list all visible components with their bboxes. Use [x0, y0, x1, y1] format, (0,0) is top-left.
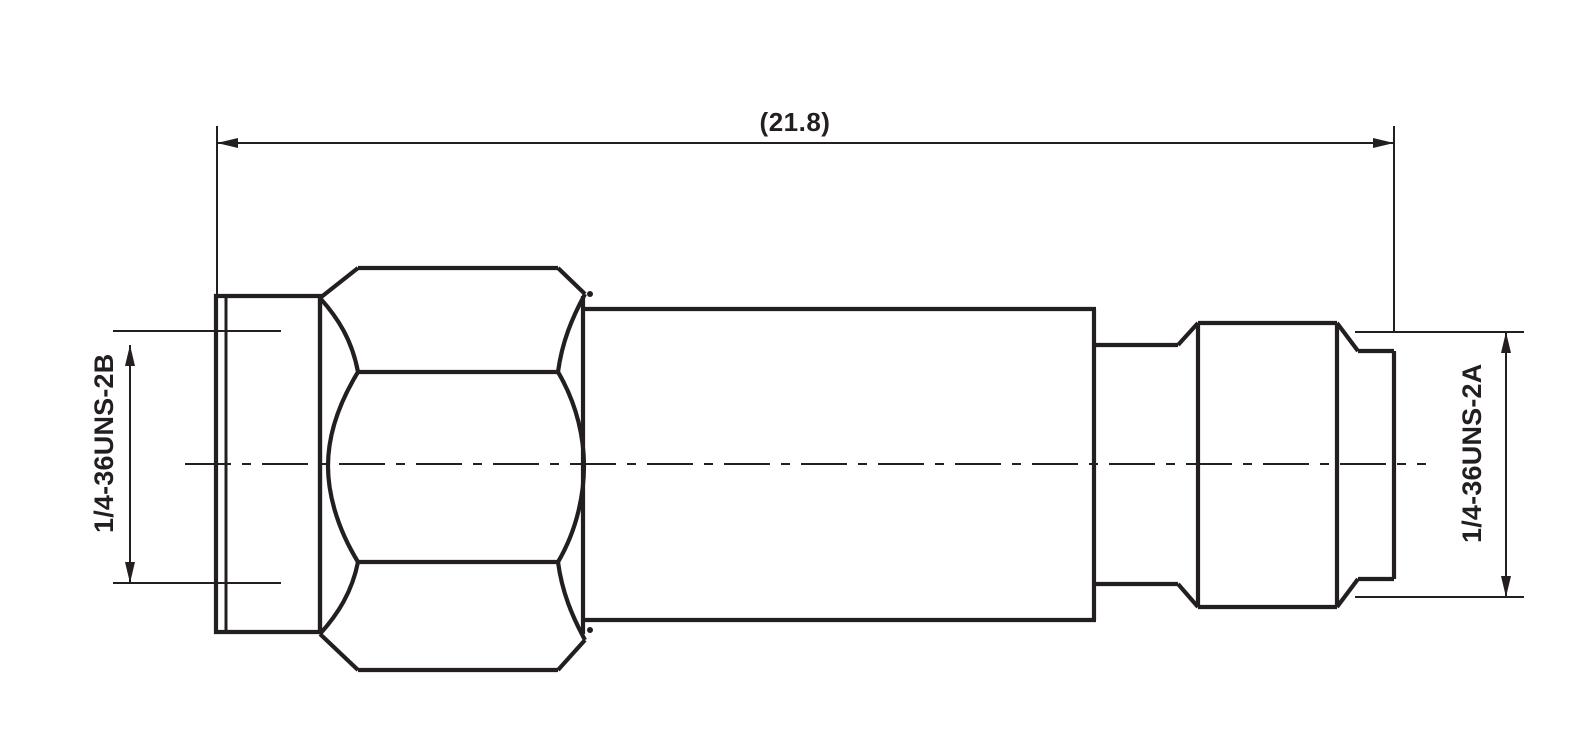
hex-left-middle-arc: [325, 370, 360, 564]
male-hex-left-top-chamfer: [1176, 321, 1200, 347]
male-hex-right-bottom-chamfer: [1335, 577, 1360, 609]
right-thread-arrow-top: [1501, 332, 1511, 353]
overall-length-dimension: (21.8): [216, 107, 1395, 332]
main-body: [583, 306, 1097, 623]
overall-length-label: (21.8): [760, 107, 831, 137]
overall-length-arrow-right: [1373, 138, 1394, 148]
hex-corner-dot-top: [587, 291, 593, 297]
hex-bottom-right-chamfer: [556, 638, 587, 672]
right-thread-dimension: 1/4-36UNS-2A: [1355, 331, 1524, 598]
male-hex-left-bottom-chamfer: [1176, 582, 1200, 609]
left-thread-arrow-top: [125, 345, 135, 366]
hex-nut: [317, 265, 593, 673]
male-thread-hex: [1176, 320, 1397, 610]
hex-top-left-chamfer: [318, 266, 360, 300]
hex-top-right-chamfer: [556, 266, 587, 296]
left-thread-label: 1/4-36UNS-2B: [89, 354, 119, 533]
right-thread-label: 1/4-36UNS-2A: [1457, 364, 1487, 543]
step-shoulder: [1094, 342, 1178, 587]
hex-bottom-left-chamfer: [318, 632, 360, 672]
left-thread-dimension: 1/4-36UNS-2B: [89, 330, 281, 584]
hex-right-middle-arc: [556, 370, 587, 564]
male-hex-right-top-chamfer: [1335, 321, 1360, 353]
hex-left-lower-arc: [318, 561, 361, 636]
left-thread-arrow-bottom: [125, 562, 135, 583]
overall-length-arrow-left: [217, 138, 238, 148]
hex-corner-dot-bottom: [587, 627, 593, 633]
hex-left-upper-arc: [318, 296, 361, 373]
right-thread-arrow-bottom: [1501, 576, 1511, 597]
